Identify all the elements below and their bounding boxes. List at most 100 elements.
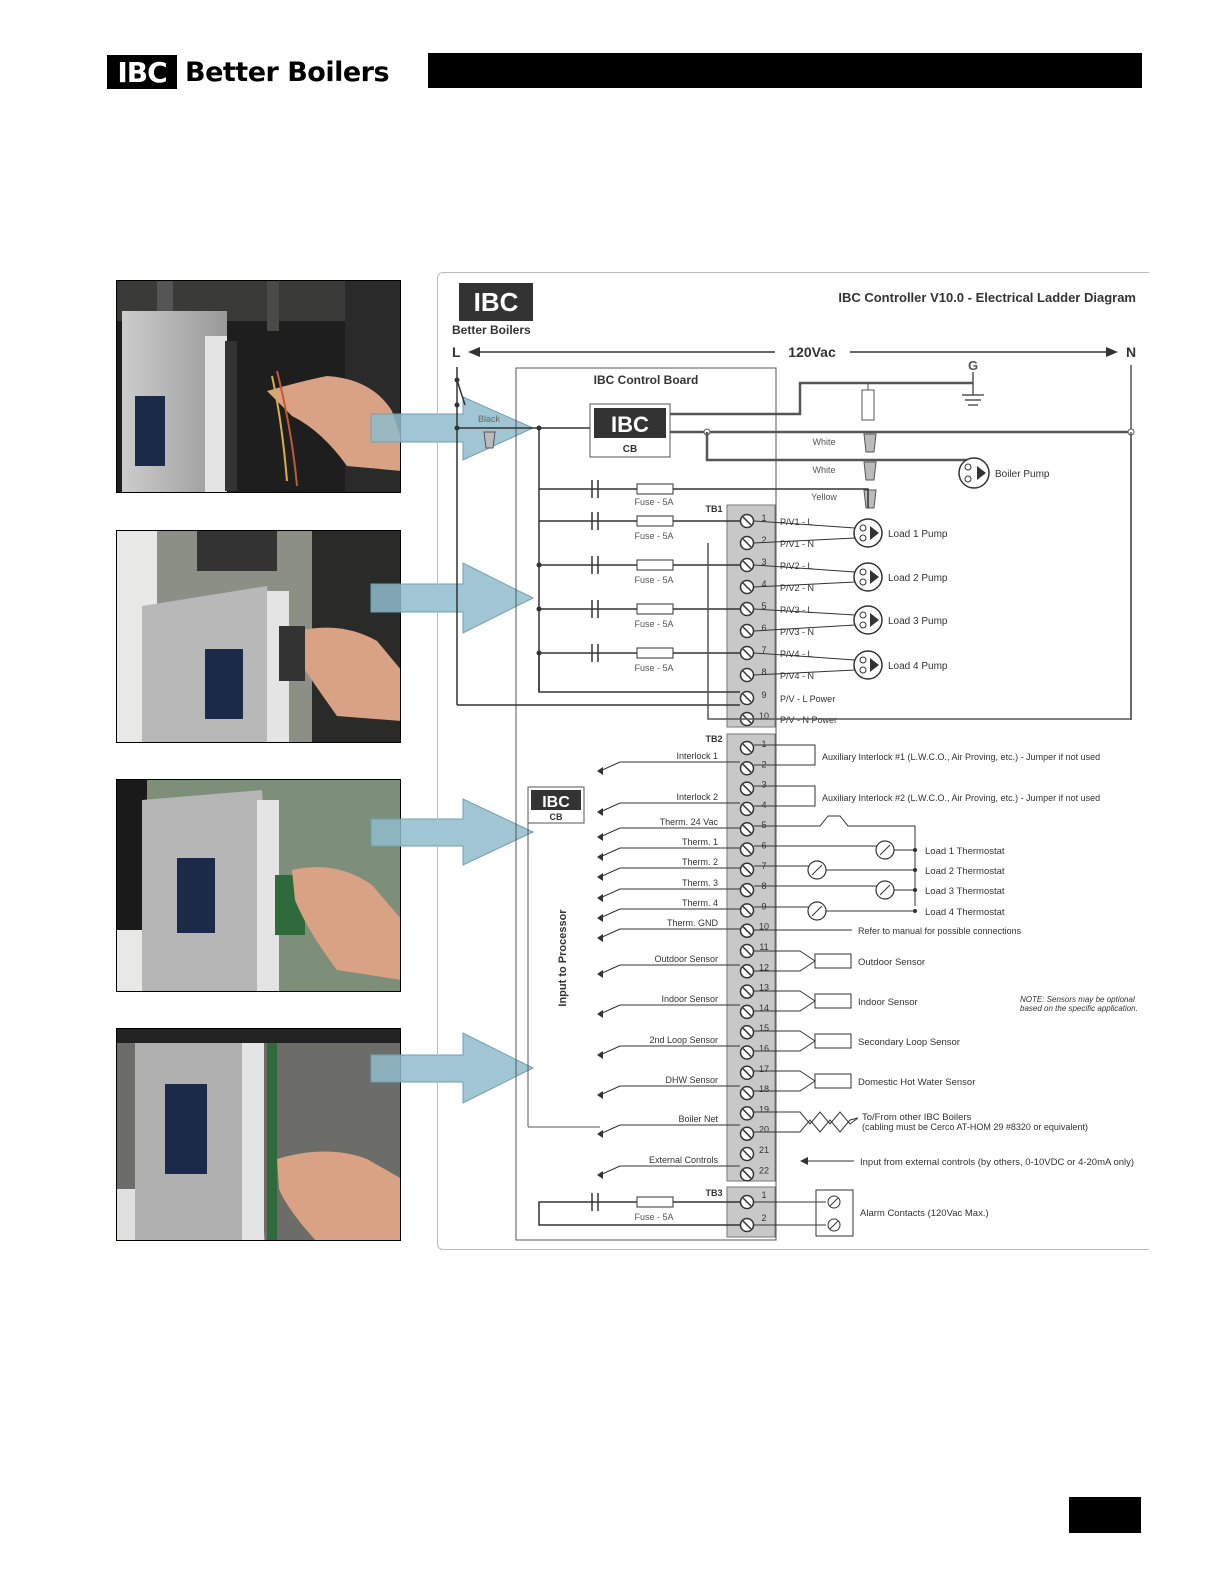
tb1-terminal-number: 9 bbox=[761, 690, 766, 700]
processor-cb-mark: IBC bbox=[542, 794, 570, 811]
tb1-terminal-label: P/V - N Power bbox=[780, 715, 837, 725]
cb-label: CB bbox=[623, 444, 637, 455]
tb1-terminal-label: P/V2 - N bbox=[780, 583, 814, 593]
alarm-contacts-label: Alarm Contacts (120Vac Max.) bbox=[860, 1208, 989, 1219]
header-bar bbox=[428, 53, 1142, 88]
tb1-label: TB1 bbox=[705, 504, 722, 514]
thermostat-label: Load 1 Thermostat bbox=[925, 846, 1005, 857]
control-board-label: IBC Control Board bbox=[594, 373, 699, 387]
tb2-input-label: Therm. 3 bbox=[682, 878, 718, 888]
tb1-terminal-number: 8 bbox=[761, 667, 766, 677]
sensor-note: based on the specific application. bbox=[1020, 1004, 1138, 1013]
fuse-icon bbox=[636, 603, 674, 615]
diagram-logo-box bbox=[459, 283, 533, 321]
fuse-label: Fuse - 5A bbox=[634, 1212, 673, 1222]
photo-wiring-1 bbox=[116, 280, 401, 493]
tb1-terminal-label: P/V1 - L bbox=[780, 517, 813, 527]
fuse-label: Fuse - 5A bbox=[634, 531, 673, 541]
tb3-terminal-number: 1 bbox=[761, 1190, 766, 1200]
tb2-input-label: 2nd Loop Sensor bbox=[649, 1035, 718, 1045]
tb1-terminal-number: 7 bbox=[761, 645, 766, 655]
boiler-pump-icon bbox=[958, 457, 990, 489]
boiler-net-note: (cabling must be Cerco AT-HOM 29 #8320 o… bbox=[862, 1122, 1088, 1132]
tb2-terminal-number: 5 bbox=[761, 820, 766, 830]
sensor-icon bbox=[814, 1033, 852, 1049]
tb2-input-label: Interlock 1 bbox=[676, 751, 718, 761]
thermostat-label: Load 3 Thermostat bbox=[925, 886, 1005, 897]
tb1-terminal-label: P/V1 - N bbox=[780, 539, 814, 549]
boiler-net-note: To/From other IBC Boilers bbox=[862, 1112, 972, 1123]
black-wire-label: Black bbox=[478, 414, 501, 424]
tb1-terminal-label: P/V4 - N bbox=[780, 671, 814, 681]
sensor-label: Outdoor Sensor bbox=[858, 957, 925, 968]
arrow-to-tb2-lower bbox=[370, 1032, 535, 1104]
neutral-label: N bbox=[1126, 344, 1136, 360]
tb2-terminal-number: 19 bbox=[759, 1104, 769, 1114]
tb2-input-label: Therm. GND bbox=[667, 918, 719, 928]
alarm-contacts-box bbox=[815, 1189, 854, 1237]
tb2-terminal-number: 1 bbox=[761, 739, 766, 749]
tb3-terminal-number: 2 bbox=[761, 1213, 766, 1223]
voltage-label: 120Vac bbox=[788, 344, 836, 360]
fuse-icon bbox=[636, 647, 674, 659]
logo-mark: IBC bbox=[107, 55, 177, 89]
wire-label-yellow: Yellow bbox=[811, 492, 837, 502]
tb2-input-label: Boiler Net bbox=[678, 1114, 718, 1124]
ground-label: G bbox=[968, 358, 978, 373]
tb1-terminal-number: 2 bbox=[761, 535, 766, 545]
processor-label: Input to Processor bbox=[557, 909, 569, 1007]
tb2-input-label: Outdoor Sensor bbox=[654, 954, 718, 964]
sensor-label: Domestic Hot Water Sensor bbox=[858, 1077, 975, 1088]
tb1-terminal-number: 10 bbox=[759, 711, 769, 721]
tb2-input-label: Interlock 2 bbox=[676, 792, 718, 802]
sensor-icon bbox=[814, 993, 852, 1009]
tb2-input-label: Therm. 1 bbox=[682, 837, 718, 847]
tb2-input-label: Indoor Sensor bbox=[661, 994, 718, 1004]
fuse-icon bbox=[636, 1196, 674, 1208]
tb1-terminal-number: 1 bbox=[761, 513, 766, 523]
tb1-terminal-number: 5 bbox=[761, 601, 766, 611]
wire-label-white-1: White bbox=[812, 437, 835, 447]
load-pump-label: Load 4 Pump bbox=[888, 661, 948, 672]
sensor-label: Indoor Sensor bbox=[858, 997, 918, 1008]
tb2-terminal-number: 17 bbox=[759, 1064, 769, 1074]
sensor-icon bbox=[814, 953, 852, 969]
fuse-label: Fuse - 5A bbox=[634, 663, 673, 673]
tb2-terminal-number: 14 bbox=[759, 1003, 769, 1013]
tb1-terminal-label: P/V4 - L bbox=[780, 649, 813, 659]
tb1-terminal-label: P/V3 - L bbox=[780, 605, 813, 615]
brand-logo: IBC Better Boilers bbox=[107, 54, 390, 90]
fuse-icon bbox=[636, 559, 674, 571]
tb2-input-label: DHW Sensor bbox=[665, 1075, 718, 1085]
tb1-terminal-number: 4 bbox=[761, 579, 766, 589]
tb2-terminal-number: 20 bbox=[759, 1125, 769, 1135]
tb2-terminal-number: 10 bbox=[759, 922, 769, 932]
photo-wiring-2 bbox=[116, 530, 401, 743]
tb2-terminal-number: 13 bbox=[759, 983, 769, 993]
control-board-outline bbox=[515, 367, 777, 1241]
arrow-to-tb1 bbox=[370, 562, 535, 634]
sensor-icon bbox=[814, 1073, 852, 1089]
ladder-diagram-frame bbox=[437, 272, 1149, 1250]
thermostat-label: Load 4 Thermostat bbox=[925, 907, 1005, 918]
diagram-logo-text: Better Boilers bbox=[452, 323, 531, 337]
tb2-terminal-number: 16 bbox=[759, 1044, 769, 1054]
tb2-terminal-number: 15 bbox=[759, 1023, 769, 1033]
tb1-terminal-label: P/V2 - L bbox=[780, 561, 813, 571]
tb2-terminal-number: 3 bbox=[761, 780, 766, 790]
tb2-terminal-number: 12 bbox=[759, 962, 769, 972]
fuse-icon bbox=[636, 515, 674, 527]
page-number-tab bbox=[1069, 1497, 1141, 1533]
line-label: L bbox=[452, 344, 461, 360]
load-pump-label: Load 2 Pump bbox=[888, 573, 948, 584]
arrow-to-tb2 bbox=[370, 798, 535, 866]
tb1-terminal-number: 6 bbox=[761, 623, 766, 633]
therm-gnd-note: Refer to manual for possible connections bbox=[858, 926, 1022, 936]
photo-wiring-4 bbox=[116, 1028, 401, 1241]
load-pump-label: Load 1 Pump bbox=[888, 529, 948, 540]
cb-mark: IBC bbox=[611, 412, 649, 437]
tb1-terminal-label: P/V - L Power bbox=[780, 694, 835, 704]
tb2-input-label: External Controls bbox=[649, 1155, 719, 1165]
tb2-terminal-number: 21 bbox=[759, 1145, 769, 1155]
